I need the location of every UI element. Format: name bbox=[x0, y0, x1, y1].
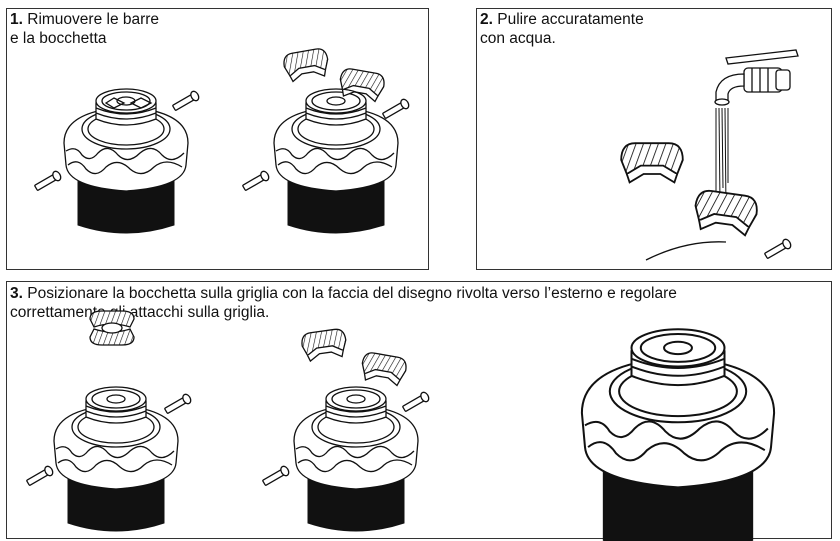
bar-icon bbox=[358, 350, 409, 388]
ring-edge bbox=[645, 241, 727, 261]
step-3-text: 3. Posizionare la bocchetta sulla grigli… bbox=[10, 284, 677, 322]
step-1-line-1: Rimuovere le barre bbox=[27, 11, 160, 28]
step-1-text: 1. Rimuovere le barre e la bocchetta bbox=[10, 10, 159, 48]
step-1-number: 1. bbox=[10, 11, 23, 28]
step-2-number: 2. bbox=[480, 11, 493, 28]
jet-assembly bbox=[293, 386, 419, 532]
step-3-number: 3. bbox=[10, 285, 23, 302]
step-1-line-2: e la bocchetta bbox=[10, 30, 107, 47]
step-2-line-2: con acqua. bbox=[480, 30, 556, 47]
pin-icon bbox=[162, 392, 193, 416]
faucet-icon bbox=[714, 49, 799, 106]
pin-icon bbox=[380, 97, 411, 121]
step-2-illustration bbox=[620, 49, 799, 261]
step-2-panel bbox=[476, 8, 832, 270]
jet-with-grille bbox=[63, 88, 189, 234]
bar-icon bbox=[691, 188, 760, 238]
pin-icon bbox=[260, 464, 291, 488]
grille-bars bbox=[104, 97, 153, 109]
step-2-line-1: Pulire accuratamente bbox=[497, 11, 644, 28]
jet-open bbox=[273, 88, 399, 234]
step-1-illustration bbox=[32, 46, 411, 234]
step-3-illustration bbox=[24, 310, 776, 541]
pin-icon bbox=[32, 169, 63, 193]
removed-bar-icon bbox=[281, 46, 332, 84]
jet-assembly bbox=[53, 386, 179, 532]
assembled-jet bbox=[580, 328, 776, 541]
pin-icon bbox=[24, 464, 55, 488]
step-3-line-2: correttamente gli attacchi sulla griglia… bbox=[10, 304, 270, 321]
pin-icon bbox=[240, 169, 271, 193]
bar-icon bbox=[620, 142, 684, 184]
pin-icon bbox=[170, 89, 201, 113]
bar-icon bbox=[299, 327, 349, 363]
pin-icon bbox=[762, 237, 793, 261]
pin-icon bbox=[400, 390, 431, 414]
water-stream bbox=[715, 107, 729, 209]
step-2-text: 2. Pulire accuratamente con acqua. bbox=[480, 10, 644, 48]
step-3-line-1: Posizionare la bocchetta sulla griglia c… bbox=[27, 285, 677, 302]
